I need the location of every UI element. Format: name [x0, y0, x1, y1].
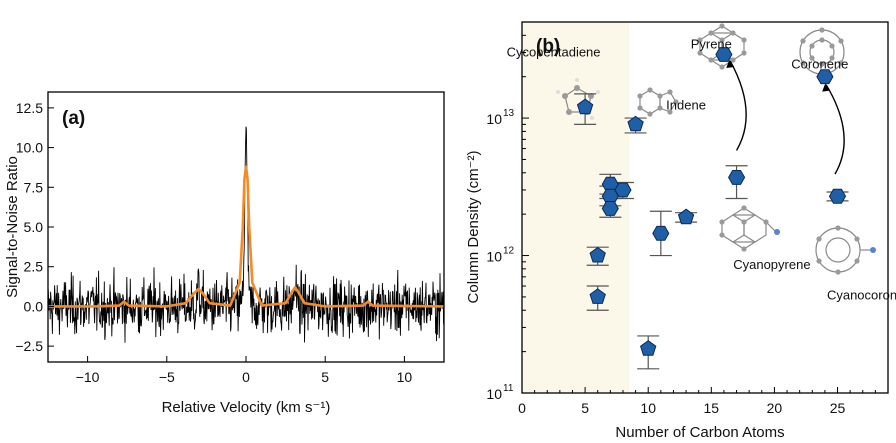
x-tick-label: −5 [159, 369, 175, 385]
y-tick-label: 5.0 [24, 219, 44, 235]
x-tick-label: 25 [830, 400, 846, 416]
pentagon-data-point [589, 246, 606, 263]
pentagon-data-point [576, 98, 594, 115]
panel-b-arrows [726, 60, 845, 175]
spectrum-line [47, 126, 445, 343]
hexagon-data-point [728, 170, 746, 185]
hexagon-data-point [652, 225, 670, 241]
panel-a-spectrum-trace [47, 126, 445, 343]
x-tick-label: 0 [518, 400, 526, 416]
hexagon-data-point [816, 69, 834, 85]
y-tick-exponent: 11 [503, 383, 514, 394]
y-tick-label: 10 [486, 249, 502, 265]
panel-a-fit-trace [48, 165, 445, 308]
y-tick-label: 10 [486, 386, 502, 402]
panel-a-spectrum: −10 −5 0 5 10 −2.5 0.0 2.5 5.0 7.5 10.0 12.5 (a) R… [4, 91, 445, 416]
x-tick-label: 0 [242, 369, 250, 385]
x-tick-label: −10 [76, 369, 100, 385]
annotation-label: Coronene [791, 56, 848, 71]
hexagon-data-point [715, 47, 733, 62]
x-tick-label: 10 [397, 369, 413, 385]
coronene-molecule-illustration [799, 27, 845, 77]
annotation-label: Indene [666, 98, 706, 113]
cyanocoronene-molecule-illustration [815, 225, 876, 275]
panel-b-label: (b) [536, 36, 560, 57]
cyanopyrene-molecule-illustration [719, 205, 780, 252]
panel-a-y-ticks: −2.5 0.0 2.5 5.0 7.5 10.0 12.5 [15, 100, 54, 354]
pentagon-data-point [677, 208, 695, 225]
panel-a-y-axis-title: Signal-to-Noise Ratio [4, 156, 21, 298]
panel-b-x-axis-title: Number of Carbon Atoms [615, 424, 784, 441]
y-tick-label: 7.5 [24, 179, 44, 195]
x-tick-label: 5 [581, 400, 589, 416]
annotation-label: Cycopentadiene [507, 45, 601, 60]
panel-b-x-ticks: 0 5 10 15 20 25 [518, 387, 876, 416]
panel-a-label: (a) [62, 108, 85, 129]
hexagon-data-point [614, 182, 632, 198]
arrow-curve [825, 84, 845, 175]
annotation-label: Cyanocoronene [827, 287, 896, 302]
hexagon-data-point [828, 188, 847, 204]
x-tick-label: 20 [767, 400, 783, 416]
y-tick-label: 0.0 [24, 298, 44, 314]
pentagon-data-point [589, 288, 606, 304]
y-tick-label: 10 [486, 111, 502, 127]
x-tick-label: 5 [321, 369, 329, 385]
annotation-label: Cyanopyrene [733, 257, 810, 272]
panel-b-data-points [576, 47, 847, 356]
x-tick-label: 15 [704, 400, 720, 416]
y-tick-label: 10.0 [16, 140, 43, 156]
x-tick-label: 10 [640, 400, 656, 416]
pentagon-data-point [627, 115, 644, 132]
panel-a-x-ticks: −10 −5 0 5 10 [76, 356, 413, 385]
panel-b-y-axis-title: Column Density (cm⁻²) [465, 151, 482, 304]
y-tick-label: 12.5 [16, 100, 43, 116]
y-tick-exponent: 12 [503, 246, 515, 257]
y-tick-label: −2.5 [15, 338, 43, 354]
indene-molecule-illustration [637, 87, 679, 117]
annotation-label: Pyrene [691, 37, 732, 52]
y-tick-label: 2.5 [24, 259, 44, 275]
arrow-head [726, 60, 735, 69]
panel-a-x-axis-title: Relative Velocity (km s⁻¹) [162, 399, 331, 416]
y-tick-exponent: 13 [503, 108, 515, 119]
pentagon-data-point [640, 340, 657, 356]
arrow-head [822, 83, 831, 92]
panel-b-frame [521, 21, 889, 394]
hexagon-data-point [601, 201, 619, 216]
arrow-curve [729, 60, 747, 151]
fit-line [48, 165, 445, 308]
